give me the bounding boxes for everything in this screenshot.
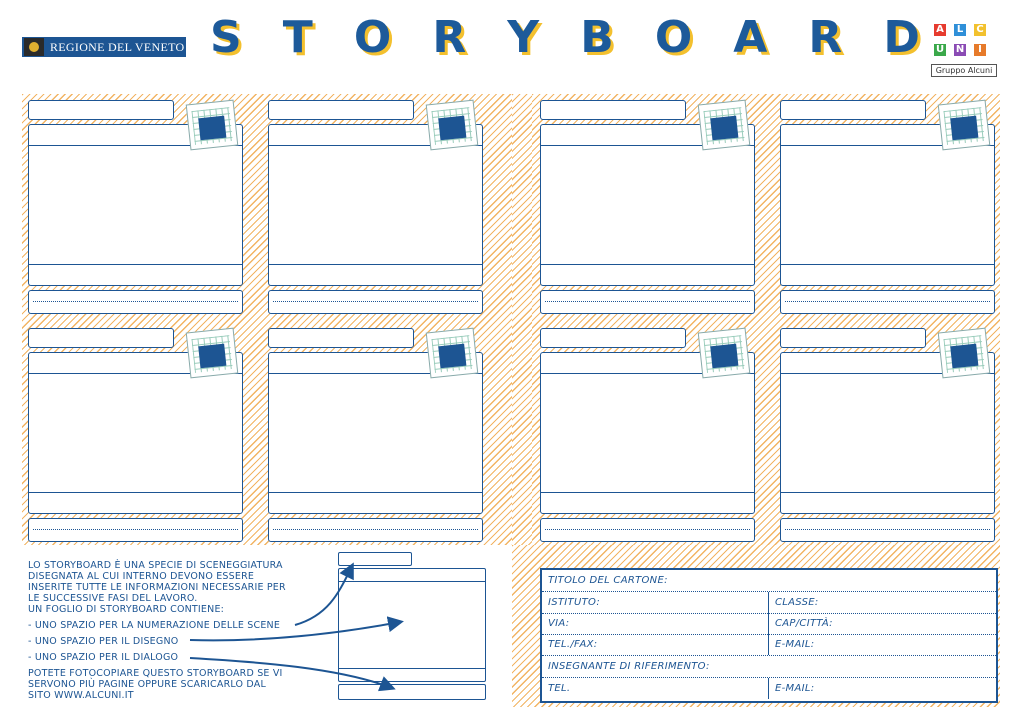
hatch-background-gutter <box>512 94 532 545</box>
info-line: sito www.alcuni.it <box>28 690 134 701</box>
example-drawing-box <box>338 568 486 682</box>
example-scene-number-box <box>338 552 412 566</box>
la-logo-icon <box>937 99 991 151</box>
logo-letter: I <box>974 44 986 56</box>
info-line: inserite tutte le informazioni necessari… <box>28 582 286 593</box>
title-letter: R <box>432 12 467 63</box>
form-row-via: Via: Cap/Città: <box>542 613 996 635</box>
field-email[interactable]: E-mail: <box>775 639 815 650</box>
la-logo-icon <box>185 327 239 379</box>
form-row-titolo: Titolo del cartone: <box>542 570 996 592</box>
info-line: - uno spazio per il dialogo <box>28 652 179 663</box>
alcuni-logo: A L C U N I <box>930 22 996 74</box>
info-line: servono più pagine oppure scaricarlo dal <box>28 679 266 690</box>
scene-number-box[interactable] <box>268 328 414 348</box>
drawing-box[interactable] <box>780 124 995 286</box>
title-letter: Y <box>507 12 540 63</box>
drawing-box[interactable] <box>28 124 243 286</box>
form-row-istituto: Istituto: Classe: <box>542 592 996 614</box>
dialog-box[interactable] <box>540 290 755 314</box>
title-letter: O <box>353 12 392 63</box>
logo-letter: A <box>934 24 946 36</box>
la-logo-icon <box>697 327 751 379</box>
title-letter: A <box>733 12 768 63</box>
scene-number-box[interactable] <box>28 100 174 120</box>
title-letter: S <box>210 12 242 63</box>
field-via[interactable]: Via: <box>548 618 570 629</box>
dialog-box[interactable] <box>268 290 483 314</box>
scene-number-box[interactable] <box>780 328 926 348</box>
storyboard-panel <box>28 99 244 318</box>
regione-veneto-logo: REGIONE DEL VENETO <box>22 37 186 57</box>
info-line: Lo storyboard è una specie di sceneggiat… <box>28 560 283 571</box>
instructions-text: Lo storyboard è una specie di sceneggiat… <box>28 560 328 701</box>
dialog-box[interactable] <box>540 518 755 542</box>
example-dialog-box <box>338 684 486 700</box>
region-label: REGIONE DEL VENETO <box>50 39 185 54</box>
storyboard-panel <box>540 327 756 546</box>
logo-letter: C <box>974 24 986 36</box>
region-crest-icon <box>24 38 44 56</box>
title-letter: O <box>654 12 693 63</box>
example-panel-diagram <box>338 552 488 702</box>
field-tel[interactable]: Tel. <box>548 683 571 694</box>
logo-letter: N <box>954 44 966 56</box>
dialog-box[interactable] <box>28 518 243 542</box>
field-insegnante[interactable]: Insegnante di riferimento: <box>548 661 710 672</box>
drawing-box[interactable] <box>28 352 243 514</box>
logo-caption: Gruppo Alcuni <box>931 64 997 77</box>
field-email-2[interactable]: E-mail: <box>775 683 815 694</box>
drawing-box[interactable] <box>540 124 755 286</box>
scene-number-box[interactable] <box>268 100 414 120</box>
info-line: - uno spazio per la numerazione delle sc… <box>28 620 281 631</box>
storyboard-panel <box>268 99 484 318</box>
scene-number-box[interactable] <box>780 100 926 120</box>
title-letter: B <box>580 12 614 63</box>
title-letter: R <box>808 12 843 63</box>
scene-number-box[interactable] <box>540 328 686 348</box>
storyboard-panel <box>540 99 756 318</box>
logo-letter: L <box>954 24 966 36</box>
info-line: le successive fasi del lavoro. <box>28 593 198 604</box>
storyboard-panel <box>28 327 244 546</box>
storyboard-panel <box>268 327 484 546</box>
logo-letter: U <box>934 44 946 56</box>
page-title: S T O R Y B O A R D <box>210 12 920 72</box>
la-logo-icon <box>697 99 751 151</box>
dialog-box[interactable] <box>28 290 243 314</box>
drawing-box[interactable] <box>268 124 483 286</box>
field-tel-fax[interactable]: Tel./Fax: <box>548 639 598 650</box>
la-logo-icon <box>425 99 479 151</box>
field-classe[interactable]: Classe: <box>775 597 819 608</box>
field-titolo[interactable]: Titolo del cartone: <box>548 575 668 586</box>
title-letter: D <box>883 12 920 63</box>
scene-number-box[interactable] <box>28 328 174 348</box>
title-letter: T <box>282 12 313 63</box>
drawing-box[interactable] <box>268 352 483 514</box>
form-row-tel: Tel. E-mail: <box>542 678 996 699</box>
info-line: Un foglio di storyboard contiene: <box>28 604 225 615</box>
info-line: disegnata al cui interno devono essere <box>28 571 255 582</box>
drawing-box[interactable] <box>540 352 755 514</box>
field-cap[interactable]: Cap/Città: <box>775 618 833 629</box>
la-logo-icon <box>185 99 239 151</box>
form-row-insegnante: Insegnante di riferimento: <box>542 656 996 678</box>
scene-number-box[interactable] <box>540 100 686 120</box>
la-logo-icon <box>425 327 479 379</box>
info-line: - uno spazio per il disegno <box>28 636 179 647</box>
storyboard-panel <box>780 99 996 318</box>
dialog-box[interactable] <box>780 290 995 314</box>
field-istituto[interactable]: Istituto: <box>548 597 601 608</box>
la-logo-icon <box>937 327 991 379</box>
storyboard-panel <box>780 327 996 546</box>
project-info-form: Titolo del cartone: Istituto: Classe: Vi… <box>540 568 998 703</box>
form-row-tel-fax: Tel./Fax: E-mail: <box>542 634 996 656</box>
dialog-box[interactable] <box>268 518 483 542</box>
drawing-box[interactable] <box>780 352 995 514</box>
dialog-box[interactable] <box>780 518 995 542</box>
info-line: Potete fotocopiare questo storyboard se … <box>28 668 283 679</box>
